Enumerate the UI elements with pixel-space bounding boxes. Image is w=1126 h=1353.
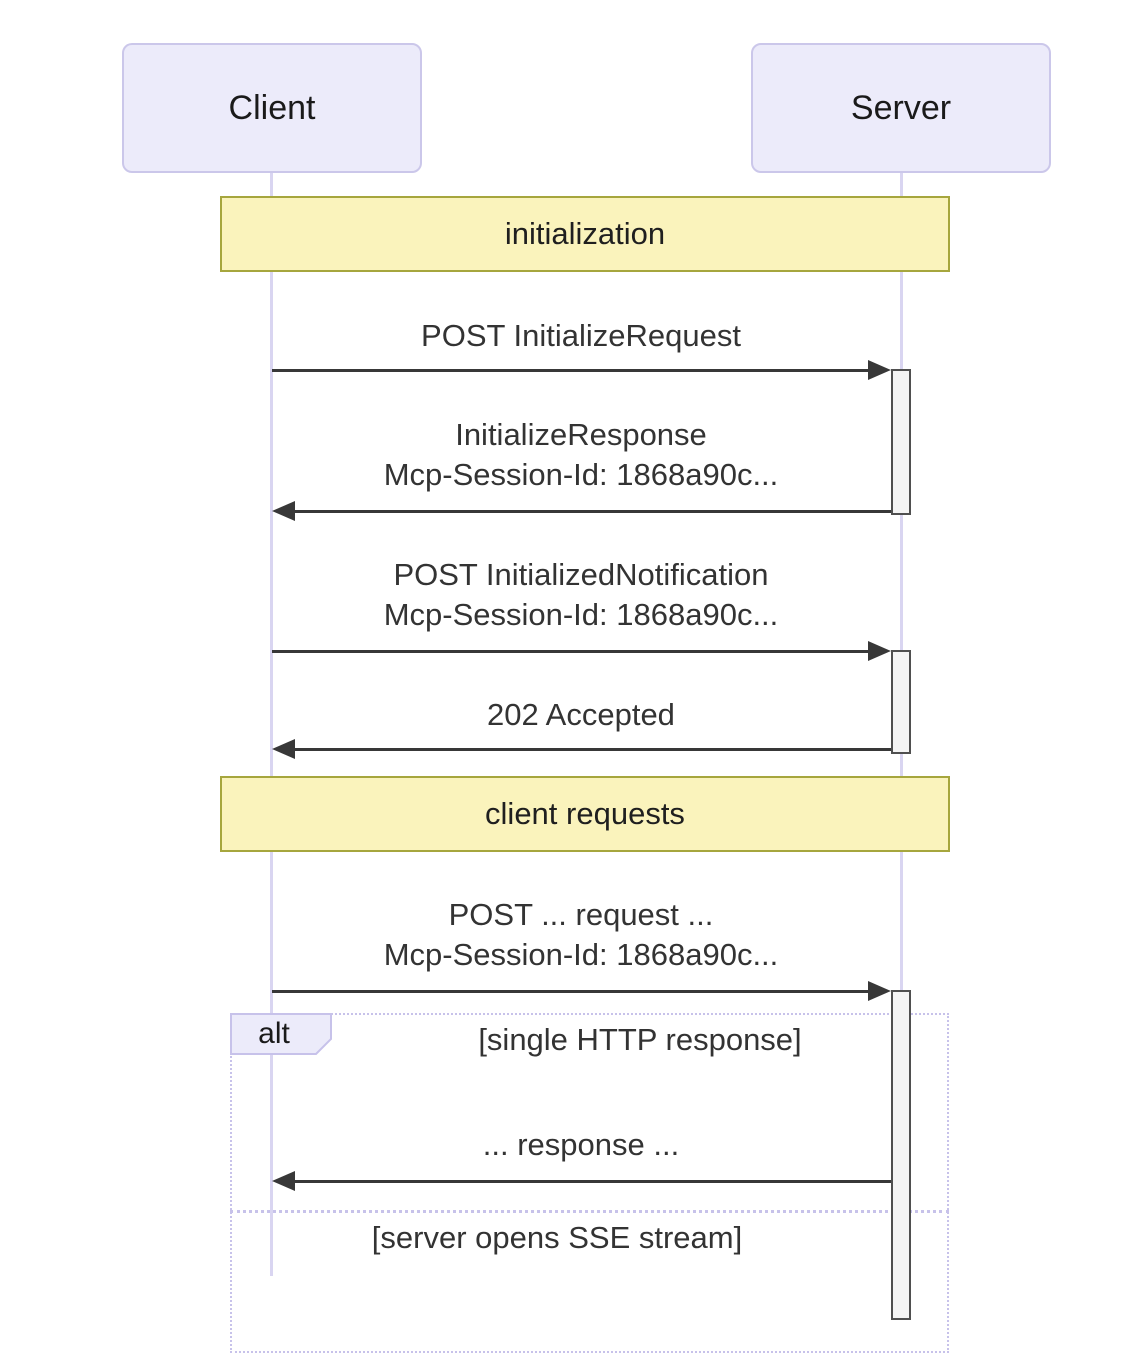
message-line: Mcp-Session-Id: 1868a90c... <box>383 597 779 632</box>
actor-server-box: Server <box>751 43 1051 173</box>
message-2-label: InitializeResponse Mcp-Session-Id: 1868a… <box>231 415 931 495</box>
arrowhead-right-icon <box>868 641 891 661</box>
actor-server-label: Server <box>850 88 952 127</box>
message-line: InitializeResponse <box>455 417 707 452</box>
message-line: POST ... request ... <box>448 897 714 932</box>
message-line: ... response ... <box>482 1127 680 1162</box>
arrowhead-left-icon <box>272 1171 295 1191</box>
activation-bar <box>891 650 911 754</box>
section-banner-label: client requests <box>485 796 685 831</box>
message-1-label: POST InitializeRequest <box>231 316 931 356</box>
section-banner-initialization: initialization <box>220 196 950 272</box>
message-3-arrow <box>272 641 891 661</box>
message-line: POST InitializeRequest <box>421 318 741 353</box>
message-4-arrow <box>272 739 891 759</box>
message-line: Mcp-Session-Id: 1868a90c... <box>383 937 779 972</box>
arrowhead-right-icon <box>868 981 891 1001</box>
message-line: 202 Accepted <box>487 697 675 732</box>
message-1-arrow <box>272 360 891 380</box>
alt-operator-label: alt <box>258 1017 290 1050</box>
alt-frame <box>230 1013 949 1353</box>
arrowhead-left-icon <box>272 501 295 521</box>
message-5-label: POST ... request ... Mcp-Session-Id: 186… <box>231 895 931 975</box>
message-5-arrow <box>272 981 891 1001</box>
alt-branch-2-label: [server opens SSE stream] <box>371 1220 743 1255</box>
section-banner-client-requests: client requests <box>220 776 950 852</box>
arrowhead-left-icon <box>272 739 295 759</box>
message-3-label: POST InitializedNotification Mcp-Session… <box>231 555 931 635</box>
message-4-label: 202 Accepted <box>231 695 931 735</box>
section-banner-label: initialization <box>504 216 666 251</box>
message-2-arrow <box>272 501 891 521</box>
alt-operator-badge <box>230 1013 332 1055</box>
activation-bar <box>891 369 911 515</box>
message-line: Mcp-Session-Id: 1868a90c... <box>383 457 779 492</box>
alt-operator-pentagon-icon <box>230 1013 332 1055</box>
arrowhead-right-icon <box>868 360 891 380</box>
message-6-arrow <box>272 1171 891 1191</box>
alt-branch-1-label: [single HTTP response] <box>478 1022 802 1057</box>
actor-client-box: Client <box>122 43 422 173</box>
message-6-label: ... response ... <box>231 1125 931 1165</box>
alt-section-divider <box>230 1210 949 1213</box>
message-line: POST InitializedNotification <box>393 557 769 592</box>
client-lifeline <box>270 173 273 1276</box>
actor-client-label: Client <box>228 88 316 127</box>
